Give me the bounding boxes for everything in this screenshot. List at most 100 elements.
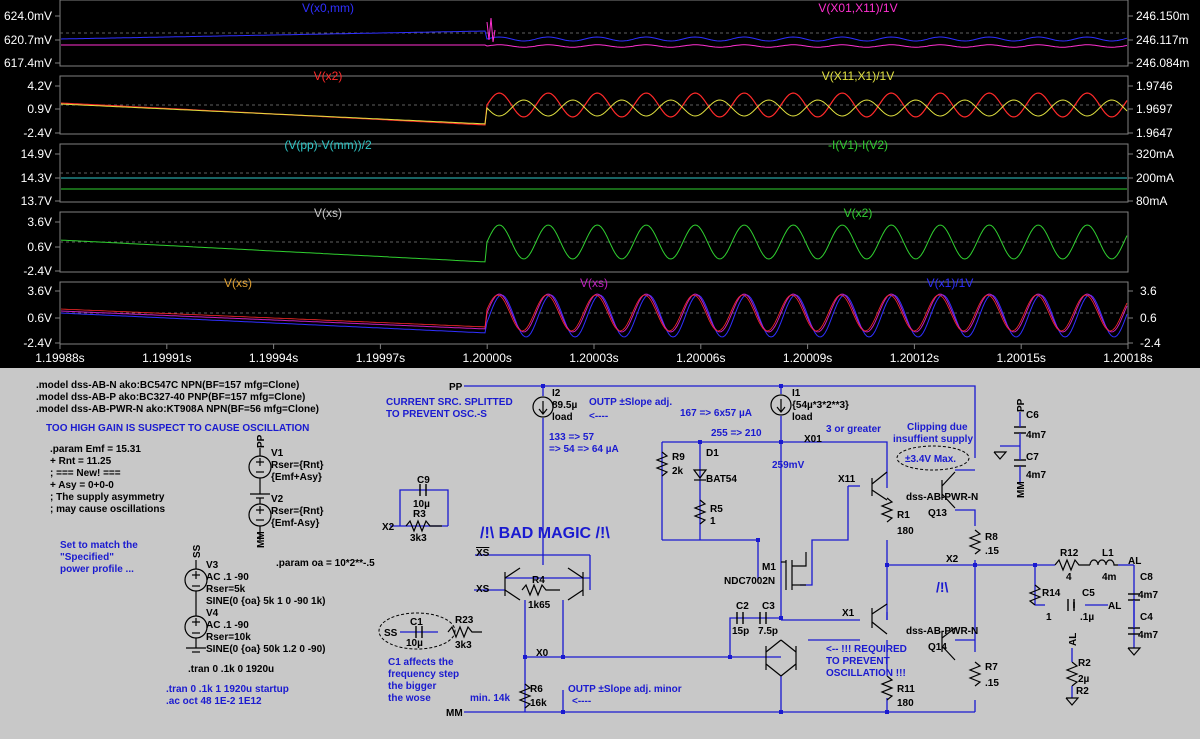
source-v4[interactable] xyxy=(184,615,208,653)
r23-value[interactable]: 3k3 xyxy=(455,640,472,651)
ac-directive[interactable]: .ac oct 48 1E-2 1E12 xyxy=(166,696,262,707)
i1-value[interactable]: {54µ*3*2**3} xyxy=(792,400,849,411)
trace-label-vxs[interactable]: V(xs) xyxy=(314,206,342,220)
v1-rser[interactable]: Rser={Rnt} xyxy=(271,460,324,471)
c6-name[interactable]: C6 xyxy=(1026,410,1039,421)
r12-value[interactable]: 4 xyxy=(1066,572,1072,583)
c4-name[interactable]: C4 xyxy=(1140,612,1153,623)
v3-name[interactable]: V3 xyxy=(206,560,219,571)
diode-d1[interactable] xyxy=(692,469,708,481)
c9-value[interactable]: 10µ xyxy=(413,499,430,510)
current-source-i2[interactable] xyxy=(532,396,554,418)
r1-name[interactable]: R1 xyxy=(897,510,910,521)
mosfet-m1[interactable] xyxy=(781,552,807,590)
tran-directive-2[interactable]: .tran 0 .1k 1 1920u startup xyxy=(166,684,289,695)
c9-name[interactable]: C9 xyxy=(417,475,430,486)
param-4[interactable]: + Asy = 0+0-0 xyxy=(50,480,114,491)
r5-name[interactable]: R5 xyxy=(710,504,723,515)
r8-value[interactable]: .15 xyxy=(985,546,999,557)
d1-name[interactable]: D1 xyxy=(706,448,719,459)
trace-label-vxs-bar[interactable]: V(xs) xyxy=(224,276,252,290)
c1-value[interactable]: 10µ xyxy=(406,638,423,649)
d1-model[interactable]: BAT54 xyxy=(706,474,737,485)
trace-label-vx1[interactable]: V(x1)/1V xyxy=(927,276,974,290)
m1-name[interactable]: M1 xyxy=(762,562,776,573)
source-v3[interactable] xyxy=(184,560,208,616)
tran-directive-1[interactable]: .tran 0 .1k 0 1920u xyxy=(188,664,274,675)
v4-sine[interactable]: SINE(0 {oa} 50k 1.2 0 -90) xyxy=(206,644,326,655)
v1-value[interactable]: {Emf+Asy} xyxy=(271,472,322,483)
c8-value[interactable]: 4m7 xyxy=(1138,590,1158,601)
r6-name[interactable]: R6 xyxy=(530,684,543,695)
waveform-plot[interactable]: 624.0mV 620.7mV 617.4mV 4.2V 0.9V -2.4V … xyxy=(0,0,1200,368)
r2-name[interactable]: R2 xyxy=(1076,686,1089,697)
model-line-1[interactable]: .model dss-AB-N ako:BC547C NPN(BF=157 mf… xyxy=(36,380,299,391)
c1-name[interactable]: C1 xyxy=(410,617,423,628)
r3-name[interactable]: R3 xyxy=(413,509,426,520)
r1-value[interactable]: 180 xyxy=(897,526,914,537)
v2-rser[interactable]: Rser={Rnt} xyxy=(271,506,324,517)
trace-label-iv1-iv2[interactable]: -I(V1)-I(V2) xyxy=(828,138,888,152)
schematic-canvas[interactable]: .model dss-AB-N ako:BC547C NPN(BF=157 mf… xyxy=(0,368,1200,739)
param-1[interactable]: .param Emf = 15.31 xyxy=(50,444,141,455)
c3-value[interactable]: 7.5p xyxy=(758,626,778,637)
v3-ac[interactable]: AC .1 -90 xyxy=(206,572,249,583)
m1-model[interactable]: NDC7002N xyxy=(724,576,775,587)
current-source-i1[interactable] xyxy=(770,394,792,416)
c7-name[interactable]: C7 xyxy=(1026,452,1039,463)
r9-name[interactable]: R9 xyxy=(672,452,685,463)
c4-value[interactable]: 4m7 xyxy=(1138,630,1158,641)
transistor-q13[interactable] xyxy=(871,471,956,509)
param-2[interactable]: + Rnt = 11.25 xyxy=(50,456,112,467)
trace-label-vx11x1[interactable]: V(X11,X1)/1V xyxy=(822,69,894,83)
c8-name[interactable]: C8 xyxy=(1140,572,1153,583)
r4-value[interactable]: 1k65 xyxy=(528,600,551,611)
i2-name[interactable]: I2 xyxy=(552,388,561,399)
v3-sine[interactable]: SINE(0 {oa} 5k 1 0 -90 1k) xyxy=(206,596,326,607)
q13-model[interactable]: dss-AB-PWR-N xyxy=(906,492,978,503)
r11-name[interactable]: R11 xyxy=(897,684,915,695)
r6-value[interactable]: 16k xyxy=(530,698,547,709)
v3-rser[interactable]: Rser=5k xyxy=(206,584,246,595)
model-line-3[interactable]: .model dss-AB-PWR-N ako:KT908A NPN(BF=56… xyxy=(36,404,319,415)
source-v1[interactable] xyxy=(248,448,272,499)
resistors[interactable] xyxy=(405,451,1090,709)
v4-name[interactable]: V4 xyxy=(206,608,219,619)
trace-label-vpp-vmm[interactable]: (V(pp)-V(mm))/2 xyxy=(284,138,372,152)
l1-value[interactable]: 4m xyxy=(1102,572,1117,583)
r7-name[interactable]: R7 xyxy=(985,662,998,673)
i1-name[interactable]: I1 xyxy=(792,388,801,399)
param-oa[interactable]: .param oa = 10*2**-.5 xyxy=(276,558,375,569)
c2-name[interactable]: C2 xyxy=(736,601,749,612)
param-3[interactable]: ; === New! === xyxy=(50,468,121,479)
trace-label-vx01x11[interactable]: V(X01,X11)/1V xyxy=(818,1,897,15)
param-6[interactable]: ; may cause oscillations xyxy=(50,504,165,515)
transistor-q14[interactable] xyxy=(871,603,956,661)
r12-name[interactable]: R12 xyxy=(1060,548,1079,559)
r14-value[interactable]: 1 xyxy=(1046,612,1052,623)
param-5[interactable]: ; The supply asymmetry xyxy=(50,492,165,503)
trace-label-vx2-b[interactable]: V(x2) xyxy=(844,206,873,220)
c7-value[interactable]: 4m7 xyxy=(1026,470,1046,481)
r7-value[interactable]: .15 xyxy=(985,678,999,689)
c5-name[interactable]: C5 xyxy=(1082,588,1095,599)
v4-rser[interactable]: Rser=10k xyxy=(206,632,251,643)
r5-value[interactable]: 1 xyxy=(710,516,716,527)
v4-ac[interactable]: AC .1 -90 xyxy=(206,620,249,631)
r8-name[interactable]: R8 xyxy=(985,532,998,543)
c6-value[interactable]: 4m7 xyxy=(1026,430,1046,441)
r11-value[interactable]: 180 xyxy=(897,698,914,709)
i2-value[interactable]: 89.5µ xyxy=(552,400,577,411)
q14-model[interactable]: dss-AB-PWR-N xyxy=(906,626,978,637)
l1-name[interactable]: L1 xyxy=(1102,548,1114,559)
c5-value[interactable]: .1µ xyxy=(1080,612,1094,623)
source-v2[interactable] xyxy=(248,498,272,540)
v2-name[interactable]: V2 xyxy=(271,494,284,505)
inductor-l1[interactable] xyxy=(1089,559,1118,566)
r14-name[interactable]: R14 xyxy=(1042,588,1061,599)
r3-value[interactable]: 3k3 xyxy=(410,533,427,544)
c3-name[interactable]: C3 xyxy=(762,601,775,612)
model-line-2[interactable]: .model dss-AB-P ako:BC327-40 PNP(BF=157 … xyxy=(36,392,305,403)
q14-name[interactable]: Q14 xyxy=(928,642,947,653)
trace-label-vx0mm[interactable]: V(x0,mm) xyxy=(302,1,354,15)
